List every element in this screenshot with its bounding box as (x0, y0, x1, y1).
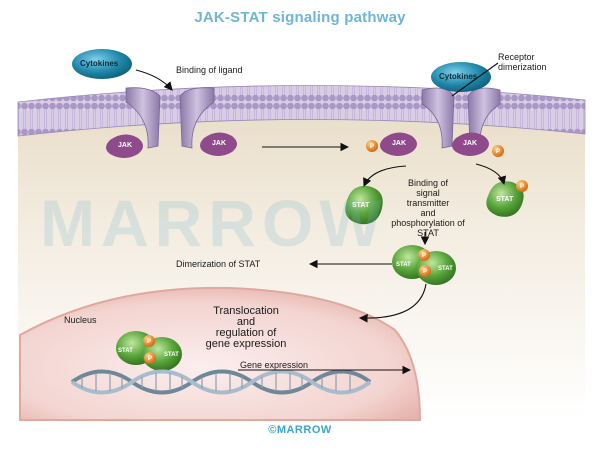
label-jak: JAK (212, 140, 227, 147)
label-receptor-dimerization: Receptor dimerization (498, 52, 547, 72)
label-binding-signal: Binding of signal transmitter and phosph… (391, 178, 465, 238)
arrow-translocation (358, 283, 427, 323)
arrow-binding (135, 69, 173, 91)
label-stat: STAT (352, 202, 370, 209)
stat-monomer (486, 181, 524, 217)
label-cytokines-bound: Cytokines (439, 72, 478, 81)
arrow-stat-phos (475, 163, 507, 186)
label-phosphate: P (422, 253, 427, 259)
label-cytokines: Cytokines (80, 59, 119, 68)
label-nuclear-stat: STAT (164, 352, 179, 358)
label-phosphate: P (520, 184, 525, 190)
stat-dimer (392, 245, 456, 285)
phosphate (516, 180, 528, 192)
dna-helix (70, 369, 372, 395)
jak-protein (380, 132, 417, 156)
label-dimer-stat: STAT (438, 266, 453, 272)
jak-protein (452, 132, 489, 156)
label-binding-ligand: Binding of ligand (176, 65, 243, 75)
label-phosphate: P (148, 356, 153, 362)
jak-protein (106, 134, 143, 158)
receptor-left (125, 87, 215, 149)
label-translocation: Translocation and regulation of gene exp… (205, 305, 287, 350)
label-phosphate: P (147, 339, 152, 345)
label-dimerization-stat: Dimerization of STAT (176, 259, 261, 269)
stat-monomer (345, 185, 383, 225)
phosphate (366, 140, 378, 152)
label-jak: JAK (463, 140, 478, 147)
label-phosphate: P (370, 144, 375, 150)
cytokine-molecule (72, 49, 132, 79)
page-title: JAK-STAT signaling pathway (194, 9, 406, 26)
label-dimer-stat: STAT (396, 262, 411, 268)
arrow-stat-recruit (363, 165, 407, 188)
label-stat: STAT (496, 196, 514, 203)
cytokine-molecule-bound (431, 62, 491, 92)
label-jak: JAK (118, 142, 133, 149)
jak-protein (200, 132, 237, 156)
label-nucleus: Nucleus (64, 315, 97, 325)
footer-copyright: ©MARROW (268, 424, 332, 436)
watermark: MARROW (40, 186, 388, 260)
arrow-receptor-dimerization (451, 62, 499, 97)
stat-dimer-nuclear (116, 331, 182, 371)
label-nuclear-stat: STAT (118, 348, 133, 354)
label-phosphate: P (423, 269, 428, 275)
label-gene-expression: Gene expression (240, 360, 309, 370)
label-phosphate: P (496, 149, 501, 155)
phosphate (492, 145, 504, 157)
label-jak: JAK (392, 140, 407, 147)
